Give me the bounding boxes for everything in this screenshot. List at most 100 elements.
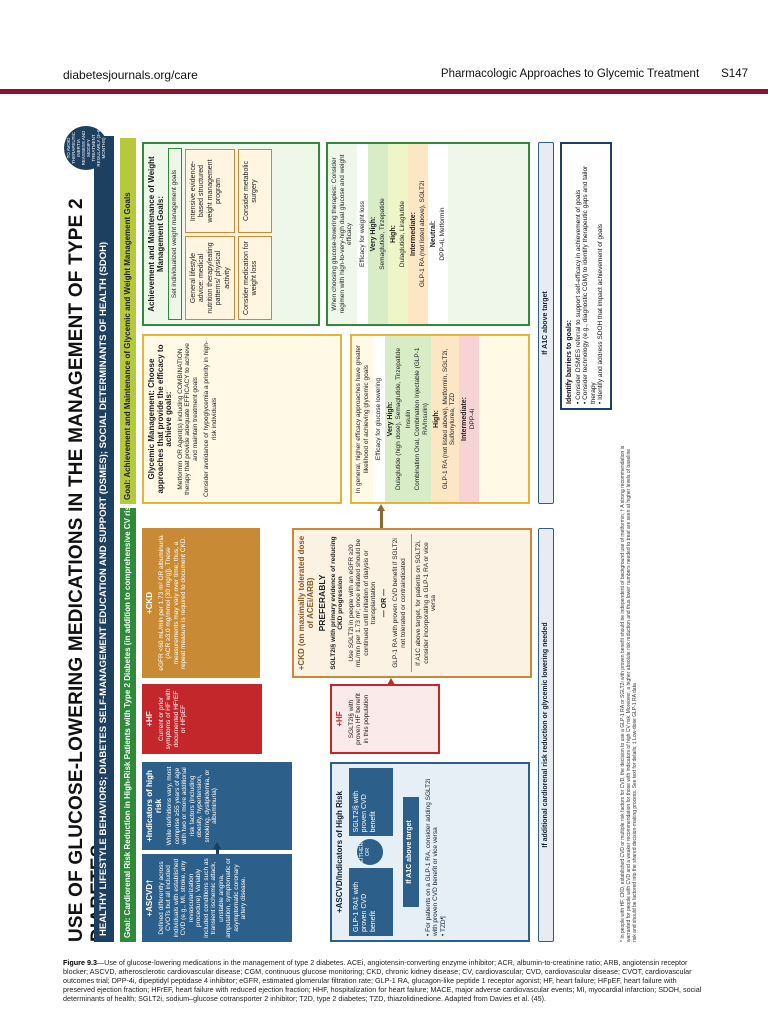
i-title: Intermediate:: [460, 397, 468, 441]
ckd-box: +CKD eGFR <60 mL/min per 1.73 m² OR albu…: [142, 528, 260, 678]
arrow-ascvd: [216, 848, 219, 854]
ckd-sglt2: SGLT2i§ with primary evidence of reducin…: [329, 536, 345, 670]
w-vh-drugs: Semaglutide, Tirzepatide: [378, 198, 386, 270]
ascvd-panel-head: +ASCVD/Indicators of High Risk: [335, 790, 344, 914]
figure-landscape: USE OF GLUCOSE-LOWERING MEDICATIONS IN T…: [60, 120, 700, 950]
barrier-1: • Consider DSMES referral to support sel…: [574, 189, 582, 404]
ckd-target: If A1C above target, for patients on SGL…: [411, 534, 438, 672]
weight-options: General lifestyle advice: medical nutrit…: [184, 148, 272, 320]
inertia-logo: TO AVOID THERAPEUTIC INERTIA REASSESS AN…: [64, 126, 108, 170]
h-title: High:: [433, 410, 440, 428]
caption-label: Figure 9.3: [63, 958, 97, 967]
ckd-panel: +CKD (on maximally tolerated dose of ACE…: [292, 528, 532, 678]
hf-head: +HF: [145, 711, 154, 727]
vh-insulin: Insulin: [404, 409, 412, 429]
ascvd-bullet-2-text: TZD¶: [439, 915, 447, 933]
w-n-title: Neutral:: [430, 220, 437, 248]
vh-title: Very High:: [386, 401, 394, 437]
w-i-title: Intermediate:: [410, 212, 417, 256]
indicators-head: +Indicators of high risk: [145, 770, 163, 842]
indicators-text: While definitions vary, most comprise ≥5…: [166, 766, 218, 846]
ckd-or: — OR —: [380, 588, 388, 618]
barrier-2-text: Consider technology (e.g., diagnostic CG…: [582, 165, 597, 404]
goal-glycemic-weight: Goal: Achievement and Maintenance of Gly…: [120, 138, 136, 504]
weight-high: High:Dulaglutide, Liraglutide: [388, 144, 408, 324]
ascvd-bullet-2: • TZD¶: [439, 915, 447, 936]
hf-box: +HF Current or prior symptoms of HF with…: [142, 684, 262, 754]
barrier-2: • Consider technology (e.g., diagnostic …: [582, 165, 597, 404]
h-drugs: GLP-1 RA (not listed above), Metformin, …: [441, 348, 457, 490]
journal-site: diabetesjournals.org/care: [63, 68, 198, 82]
weight-sub: Set individualized weight management goa…: [168, 148, 182, 320]
figure-footnote: * In people with HF, CKD, established CV…: [620, 445, 638, 942]
figure-caption: Figure 9.3—Use of glucose-lowering medic…: [63, 958, 703, 1003]
weight-choosing: When choosing glucose-lowering therapies…: [331, 154, 353, 314]
intensive-option: Intensive evidence-based structured weig…: [184, 149, 235, 233]
ascvd-head: +ASCVD†: [145, 879, 154, 917]
indicators-box: +Indicators of high risk While definitio…: [142, 762, 292, 850]
glycemic-very-high: Very High:Dulaglutide (high dose), Semag…: [384, 336, 431, 502]
glycemic-general: In general, higher efficacy approaches h…: [355, 344, 370, 494]
ascvd-options: GLP-1 RA‡ with proven CVD benefit EITHER…: [348, 768, 393, 936]
ckd-panel-head: +CKD (on maximally tolerated dose of ACE…: [297, 535, 315, 671]
hf-panel-head: +HF: [335, 711, 344, 727]
barrier-1-text: Consider DSMES referral to support self-…: [574, 189, 582, 400]
glycemic-eff-title: Efficacy for glucose lowering: [373, 336, 385, 502]
glycemic-text-1: Metformin OR Agent(s) including COMBINAT…: [176, 343, 199, 495]
ckd-text: eGFR <60 mL/min per 1.73 m² OR albuminur…: [157, 535, 188, 671]
w-h-title: High:: [390, 225, 397, 243]
i-drugs: DPP-4i: [469, 408, 476, 430]
ckd-preferably: PREFERABLY: [317, 574, 327, 632]
section-label: Pharmacologic Approaches to Glycemic Tre…: [440, 68, 700, 80]
page-number: S147: [721, 68, 748, 80]
w-n-drugs: DPP-4i, Metformin: [438, 207, 446, 261]
glp1-option: GLP-1 RA‡ with proven CVD benefit: [348, 867, 393, 936]
figure-subtitle: HEALTHY LIFESTYLE BEHAVIORS; DIABETES SE…: [94, 136, 114, 942]
weight-very-high: Very High:Semaglutide, Tirzepatide: [368, 144, 388, 324]
ascvd-bullet-1-text: For patients on a GLP-1 RA, consider add…: [424, 778, 440, 936]
weight-neutral: Neutral:DPP-4i, Metformin: [428, 144, 448, 324]
ckd-glp1: GLP-1 RA with proven CVD benefit if SGLT…: [392, 538, 407, 668]
surgery-option: Consider metabolic surgery: [237, 149, 272, 233]
caption-text: —Use of glucose-lowering medications in …: [63, 958, 702, 1003]
glycemic-intermediate: Intermediate:DPP-4i: [458, 336, 479, 502]
barrier-3: • Identify and address SDOH that impact …: [597, 223, 604, 404]
a1c-target-ascvd: If A1C above target: [402, 797, 419, 907]
ascvd-panel: +ASCVD/Indicators of High Risk GLP-1 RA‡…: [330, 762, 530, 942]
ascvd-bullet-1: • For patients on a GLP-1 RA, consider a…: [424, 778, 440, 936]
either-or-badge: EITHER/ OR: [356, 839, 383, 865]
medication-option: Consider medication for weight loss: [237, 236, 272, 320]
bottom-left-banner: If additional cardiorenal risk reduction…: [538, 528, 554, 942]
barrier-3-text: Identify and address SDOH that impact ac…: [597, 223, 604, 400]
w-i-drugs: GLP-1 RA (not listed above), SGLT2i: [418, 180, 426, 288]
ckd-note: Use SGLT2i in people with an eGFR ≥20 mL…: [347, 538, 378, 668]
vh-combo: Combination Oral, Combination Injectable…: [414, 347, 429, 491]
w-h-drugs: Dulaglutide, Liraglutide: [398, 200, 406, 268]
arrow-ckd: [380, 510, 383, 528]
weight-intermediate: Intermediate:GLP-1 RA (not listed above)…: [408, 144, 428, 324]
header-rule: [0, 89, 768, 94]
w-vh-title: Very High:: [370, 216, 377, 252]
section-title: Pharmacologic Approaches to Glycemic Tre…: [419, 68, 748, 80]
ckd-head: +CKD: [145, 592, 154, 615]
page-header: diabetesjournals.org/care Pharmacologic …: [0, 0, 768, 96]
goal-cardiorenal: Goal: Cardiorenal Risk Reduction in High…: [120, 508, 136, 942]
barriers-head: Identify barriers to goals:: [566, 319, 573, 404]
ascvd-text: Defined differently across CVOTs but all…: [157, 858, 248, 938]
bottom-right-banner: If A1C above target: [538, 142, 554, 504]
ascvd-box: +ASCVD† Defined differently across CVOTs…: [142, 854, 292, 942]
glycemic-head: Glycemic Management: Choose approaches t…: [147, 344, 173, 494]
hf-panel-text: SGLT2i§ with proven HF benefit in this p…: [347, 693, 370, 745]
glycemic-high: High:GLP-1 RA (not listed above), Metfor…: [431, 336, 459, 502]
lifestyle-option: General lifestyle advice: medical nutrit…: [184, 236, 235, 320]
sglt2-option: SGLT2i§ with proven CVD benefit: [348, 768, 393, 837]
weight-efficacy: When choosing glucose-lowering therapies…: [326, 142, 530, 326]
weight-box: Achievement and Maintenance of Weight Ma…: [142, 142, 320, 326]
glycemic-box: Glycemic Management: Choose approaches t…: [142, 334, 342, 504]
weight-head: Achievement and Maintenance of Weight Ma…: [147, 156, 165, 312]
vh-drugs: Dulaglutide (high dose), Semaglutide, Ti…: [395, 348, 402, 491]
hf-text: Current or prior symptoms of HF with doc…: [157, 688, 188, 750]
figure-area: USE OF GLUCOSE-LOWERING MEDICATIONS IN T…: [60, 120, 700, 950]
weight-eff-title: Efficacy for weight loss: [356, 144, 368, 324]
hf-panel: +HF SGLT2i§ with proven HF benefit in th…: [330, 684, 440, 754]
